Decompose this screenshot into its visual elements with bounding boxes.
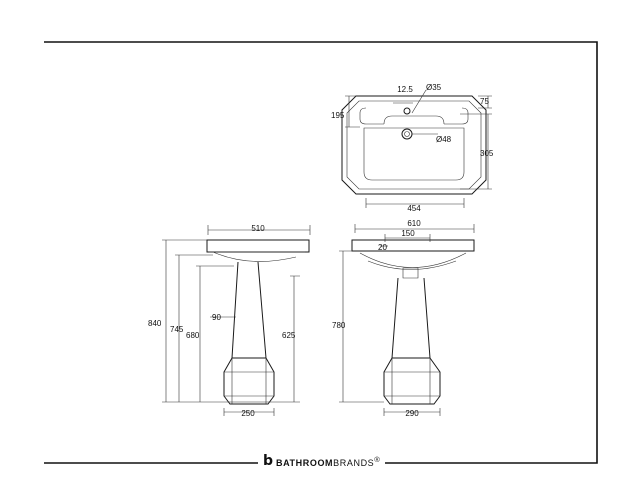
dim-basin-width-front: 610	[407, 219, 421, 228]
dim-height-745: 745	[170, 325, 184, 334]
dim-bowl-width: 454	[407, 204, 421, 213]
dim-top-gap: 12.5	[397, 85, 413, 94]
brand-primary: BATHROOM	[276, 457, 334, 468]
dim-pedestal-625: 625	[282, 331, 296, 340]
dim-tap-spacing: 150	[401, 229, 415, 238]
brand-secondary: BRANDS	[333, 457, 375, 468]
drawing-frame	[44, 41, 598, 464]
dim-top-depth: 75	[480, 97, 489, 106]
brand-logo: b BATHROOMBRANDS®	[258, 452, 386, 470]
dim-basin-width-side: 510	[251, 224, 265, 233]
brand-wordmark: BATHROOMBRANDS®	[276, 455, 380, 468]
dim-waste: Ø48	[436, 135, 452, 144]
top-view-basin	[341, 89, 492, 208]
dim-offset-90: 90	[212, 313, 221, 322]
dim-height-680: 680	[186, 331, 200, 340]
dim-tap-hole: Ø35	[426, 83, 442, 92]
brand-trademark: ®	[374, 454, 381, 464]
dim-foot-side: 250	[241, 409, 255, 418]
brand-mark: b	[263, 453, 274, 469]
dim-side-depth: 195	[331, 111, 345, 120]
front-view-basin	[339, 224, 475, 416]
dim-foot-front: 290	[405, 409, 419, 418]
dim-small-mark: 20	[378, 243, 387, 252]
side-view-basin	[162, 225, 311, 416]
dim-front-height: 780	[332, 321, 346, 330]
dim-bowl-depth: 305	[480, 149, 494, 158]
dim-height-840: 840	[148, 319, 162, 328]
